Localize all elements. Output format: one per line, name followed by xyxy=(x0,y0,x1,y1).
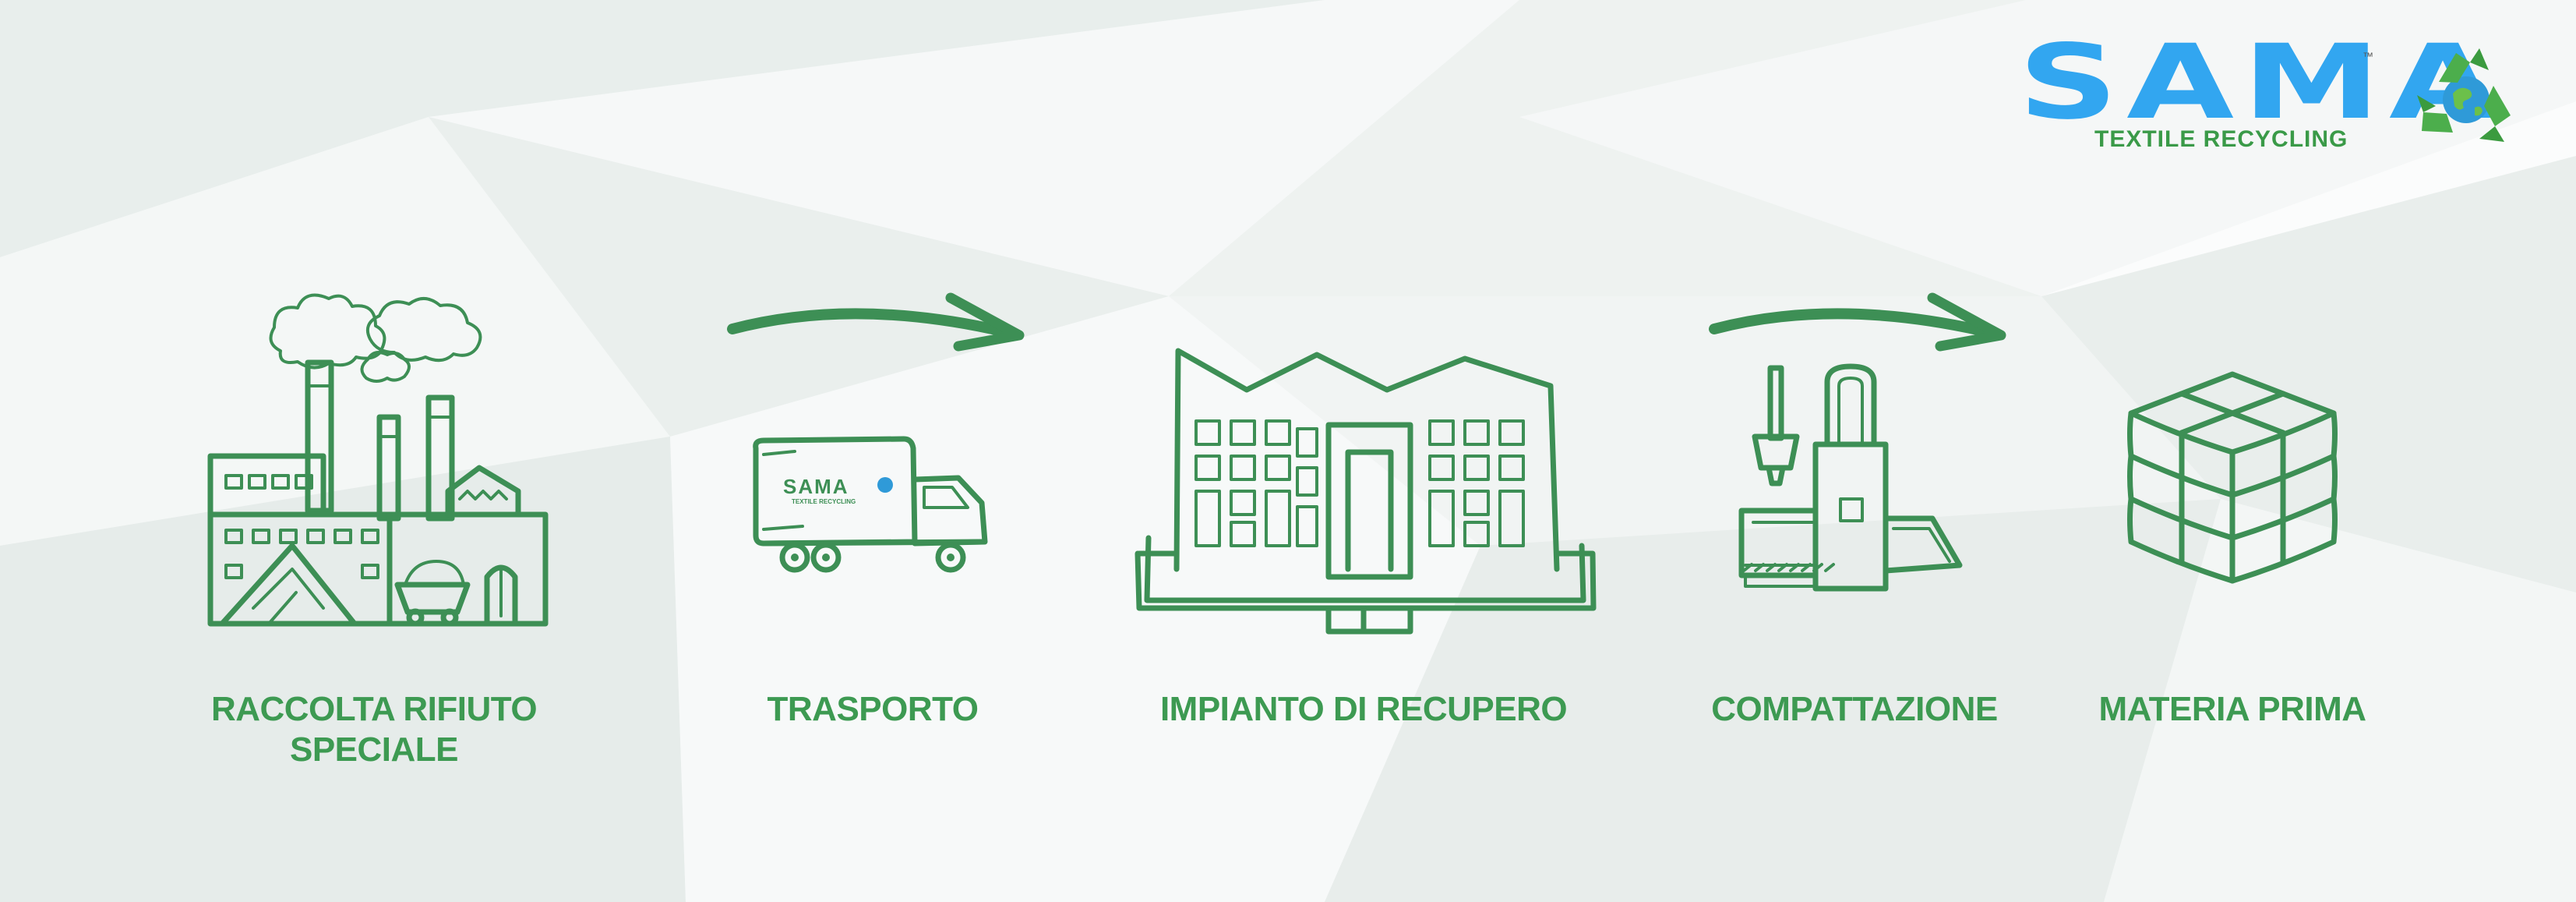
recycle-globe-icon xyxy=(2417,48,2511,142)
step-label-trasporto: TRASPORTO xyxy=(767,690,979,728)
truck-badge-tagline: TEXTILE RECYCLING xyxy=(792,498,856,505)
step-label-materia-prima: MATERIA PRIMA xyxy=(2098,690,2366,728)
truck-badge: SAMA xyxy=(783,475,849,498)
factory-icon xyxy=(206,281,549,631)
sama-logo: SAMA ™ TEXTILE RECYCLING xyxy=(2018,23,2532,164)
logo-trademark: ™ xyxy=(2363,50,2373,62)
step-label-impianto: IMPIANTO DI RECUPERO xyxy=(1159,690,1568,728)
truck-icon: SAMA TEXTILE RECYCLING xyxy=(748,433,997,581)
plant-icon xyxy=(1130,343,1597,635)
step-label-compattazione: COMPATTAZIONE xyxy=(1711,690,1998,728)
logo-wordmark: SAMA xyxy=(2018,23,2505,143)
press-icon xyxy=(1738,363,1964,592)
step-label-raccolta: RACCOLTA RIFIUTO SPECIALE xyxy=(210,690,538,769)
bales-icon xyxy=(2127,370,2338,604)
arrow-icon xyxy=(727,292,1025,352)
arrow-icon xyxy=(1709,292,2006,352)
logo-tagline: TEXTILE RECYCLING xyxy=(2094,126,2348,152)
